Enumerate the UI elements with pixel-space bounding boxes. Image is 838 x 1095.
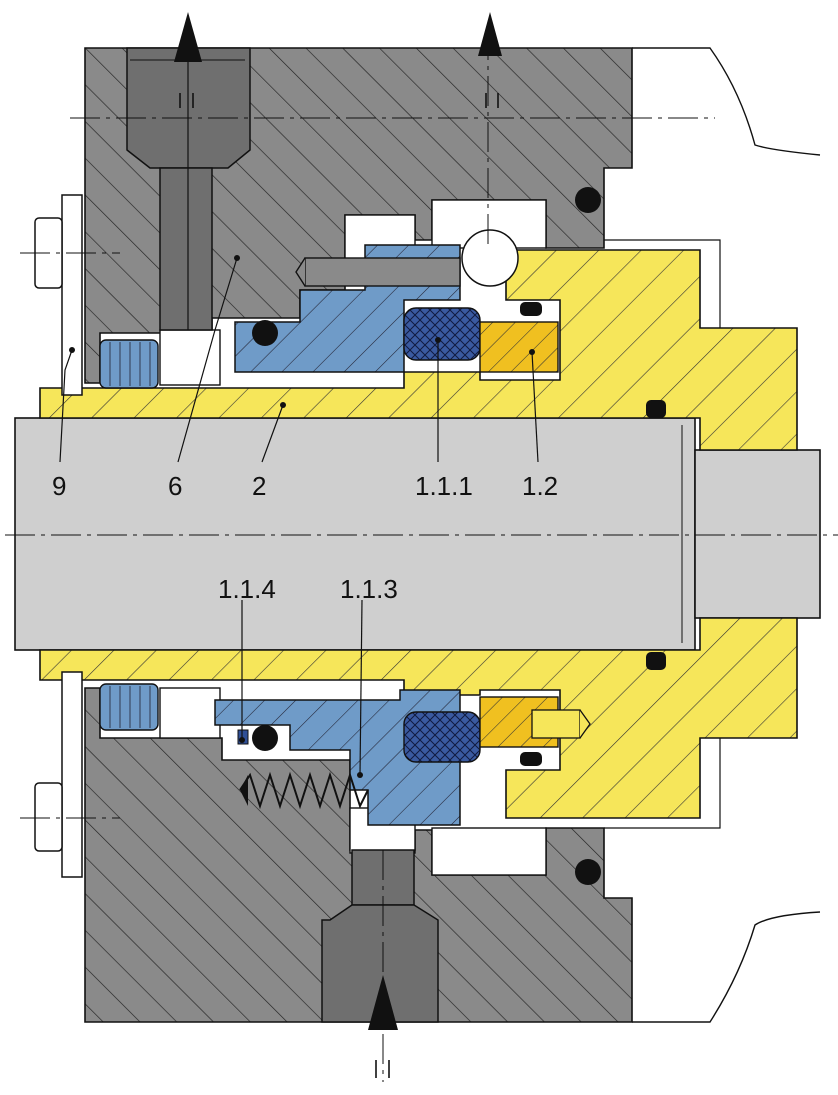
mating-seat-top	[479, 321, 559, 373]
outline-right-bottom	[632, 911, 821, 1023]
drive-pin-top	[295, 257, 461, 287]
o-ring-4	[575, 859, 601, 885]
gland-plate-bottom	[61, 671, 83, 878]
arrow-up-left-icon	[174, 12, 202, 62]
gland-ring-bottom	[159, 687, 221, 739]
label-9: 9	[52, 471, 66, 501]
ring-bottom-left	[99, 683, 159, 731]
label-1-1-4: 1.1.4	[218, 574, 276, 604]
o-ring-8	[520, 752, 542, 766]
label-6: 6	[168, 471, 182, 501]
outline-right-top	[632, 47, 821, 156]
center-lines	[5, 30, 838, 1082]
gland-plate-top	[61, 194, 83, 396]
label-1-2: 1.2	[522, 471, 558, 501]
ball-top	[461, 229, 519, 287]
o-ring-1	[252, 320, 278, 346]
flow-arrows	[174, 12, 502, 1078]
seal-ring-bottom	[403, 711, 481, 763]
seat-holder-bottom	[431, 827, 547, 876]
leader-lines	[59, 257, 539, 776]
drive-pin-bottom	[531, 709, 591, 739]
seal-ring-top	[403, 307, 481, 361]
shaft-end	[694, 449, 821, 619]
o-ring-3	[575, 187, 601, 213]
bolt-head-bottom	[34, 782, 63, 852]
label-1-1-3: 1.1.3	[340, 574, 398, 604]
arrow-up-right-icon	[478, 12, 502, 56]
shaft	[14, 417, 696, 651]
o-ring-7	[520, 302, 542, 316]
arrow-up-bottom-icon	[368, 975, 398, 1030]
label-1-1-1: 1.1.1	[415, 471, 473, 501]
spring	[239, 771, 369, 810]
o-ring-6	[646, 652, 666, 670]
ring-top-left	[99, 339, 159, 389]
anti-rotation-pin	[237, 729, 249, 745]
o-ring-2	[252, 725, 278, 751]
gland-ring-top	[159, 329, 221, 386]
o-ring-5	[646, 400, 666, 418]
label-2: 2	[252, 471, 266, 501]
